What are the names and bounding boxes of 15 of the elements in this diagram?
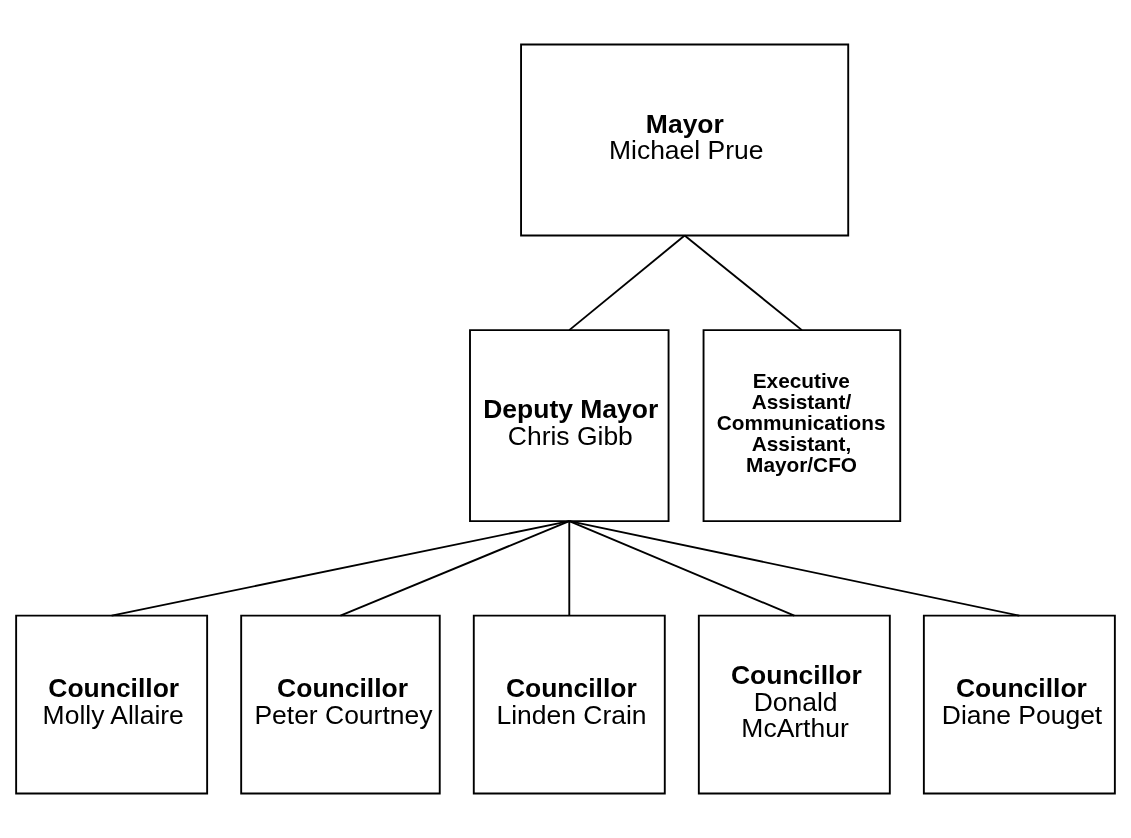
node-box: Councillor Peter Courtney xyxy=(240,614,441,795)
connector xyxy=(683,234,803,332)
connector xyxy=(568,234,686,332)
node-box: Executive Assistant/ Communications Assistant, Mayor/CFO xyxy=(702,329,902,523)
node-box: Mayor Michael Prue xyxy=(520,43,850,237)
connector xyxy=(568,520,796,617)
node-box: Councillor Linden Crain xyxy=(472,614,666,795)
node-box: Councillor Donald McArthur xyxy=(697,614,891,795)
connector xyxy=(568,520,1021,617)
connector xyxy=(110,520,571,617)
node-box: Deputy Mayor Chris Gibb xyxy=(469,329,670,523)
connector xyxy=(339,520,571,617)
node-box: Councillor Molly Allaire xyxy=(15,614,209,795)
connector xyxy=(568,520,571,617)
node-box: Councillor Diane Pouget xyxy=(922,614,1116,795)
